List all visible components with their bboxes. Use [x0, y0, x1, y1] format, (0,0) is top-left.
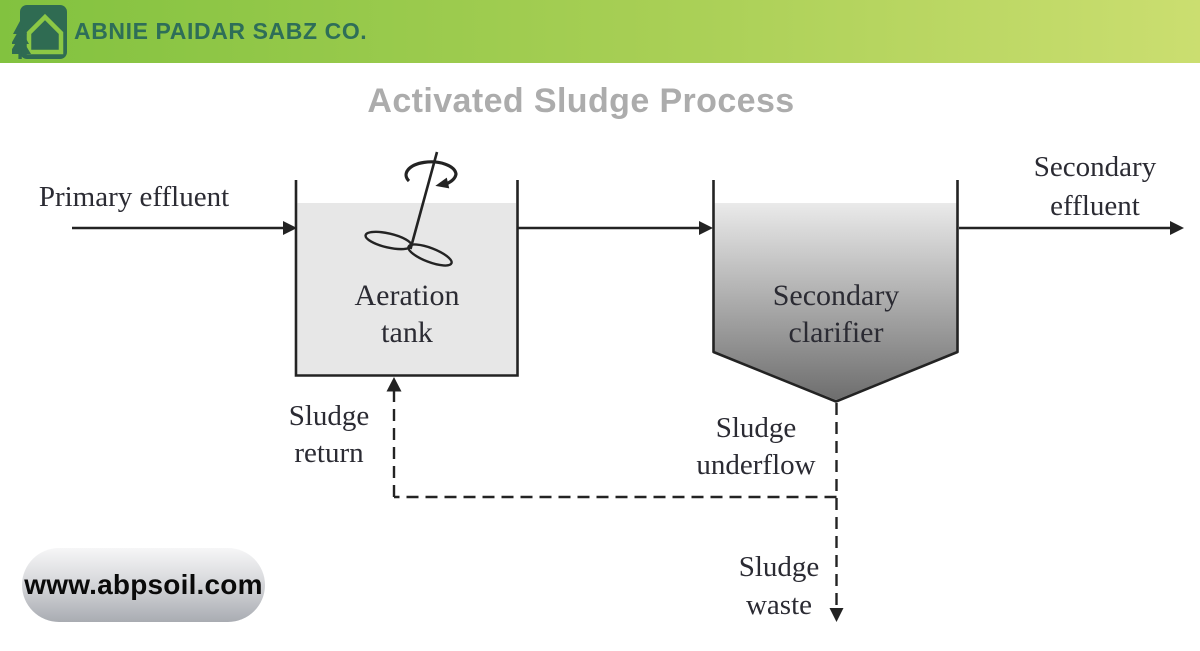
stirrer-icon	[364, 151, 458, 267]
sludge-underflow-label: Sludge underflow	[696, 412, 816, 481]
aeration-tank-outline	[294, 180, 519, 377]
arrow-primary-effluent	[72, 221, 297, 235]
sludge-waste-label: Sludge waste	[738, 551, 820, 621]
secondary-clarifier-shape	[712, 180, 959, 403]
primary-effluent-label: Primary effluent	[38, 181, 230, 213]
arrow-tank-to-clarifier	[518, 221, 713, 235]
sludge-underflow-line	[829, 403, 844, 622]
website-link-pill[interactable]: www.abpsoil.com	[22, 548, 265, 622]
rotation-arrowhead	[435, 177, 450, 189]
sludge-return-label: Sludge return	[288, 400, 370, 469]
sludge-return-line	[386, 377, 837, 499]
arrow-secondary-effluent	[959, 221, 1184, 235]
company-logo	[12, 5, 67, 59]
header-bar: ABNIE PAIDAR SABZ CO.	[0, 0, 1200, 63]
company-name: ABNIE PAIDAR SABZ CO.	[74, 0, 367, 63]
website-url: www.abpsoil.com	[24, 569, 263, 600]
pine-tree-icon	[12, 21, 31, 59]
secondary-clarifier-label: Secondary clarifier	[772, 279, 900, 349]
page-title: Activated Sludge Process	[367, 82, 795, 120]
rotation-arrow-icon	[404, 160, 458, 186]
secondary-clarifier-fill	[714, 203, 957, 400]
company-name-text: ABNIE PAIDAR SABZ CO.	[74, 18, 368, 44]
aeration-tank-shape	[294, 180, 519, 377]
house-with-pine-tree-icon	[12, 5, 67, 59]
secondary-effluent-label: Secondary effluent	[1033, 151, 1157, 222]
secondary-clarifier-outline	[712, 180, 959, 403]
aeration-tank-fill	[297, 203, 516, 375]
aeration-tank-label: Aeration tank	[354, 279, 460, 349]
